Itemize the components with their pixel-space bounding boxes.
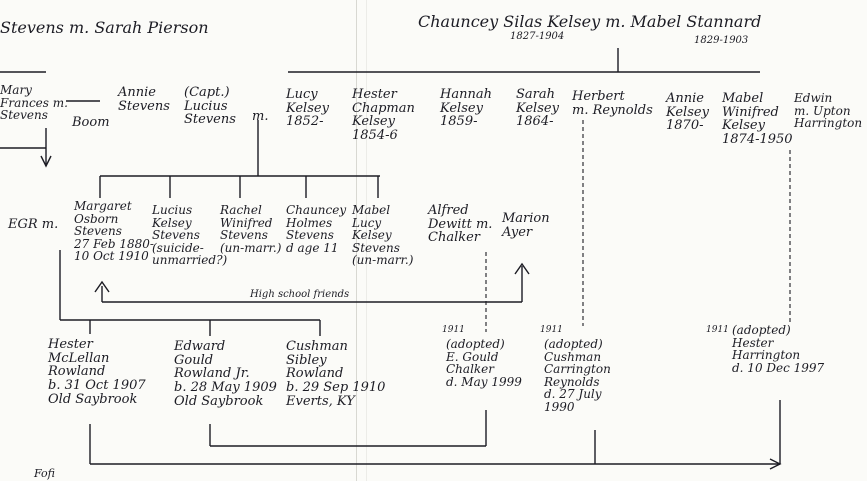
page-fold (356, 0, 357, 481)
mabel-years: 1829-1903 (694, 35, 749, 46)
person-margaret-stevens: Margaret Osborn Stevens 27 Feb 1880- 10 … (74, 199, 154, 264)
person-cushman-c-reynolds: (adopted) Cushman Carrington Reynolds d.… (544, 337, 611, 414)
chauncey-years: 1827-1904 (510, 31, 565, 42)
person-hester-kelsey: Hester Chapman Kelsey 1854-6 (352, 87, 415, 143)
person-edward-rowland: Edward Gould Rowland Jr. b. 28 May 1909 … (174, 339, 277, 409)
person-hester-m-rowland: Hester McLellan Rowland b. 31 Oct 1907 O… (48, 337, 146, 407)
person-annie-stevens: Annie Stevens (118, 85, 170, 114)
person-mabel-l-stevens: Mabel Lucy Kelsey Stevens (un-marr.) (352, 203, 414, 268)
person-gould-chalker: (adopted) E. Gould Chalker d. May 1999 (446, 337, 522, 389)
gould-adoption-year: 1911 (442, 325, 465, 335)
page-fold-shadow (366, 0, 367, 481)
person-mary-stevens: Mary Frances m. Stevens (0, 83, 68, 123)
person-herbert-kelsey: Herbert m. Reynolds (572, 89, 653, 118)
person-egr: EGR m. (8, 217, 59, 232)
person-lucius-stevens: (Capt.) Lucius Stevens (184, 85, 236, 128)
stevens-pierson-couple: Stevens m. Sarah Pierson (0, 18, 209, 37)
person-cushman-s-rowland: Cushman Sibley Rowland b. 29 Sep 1910 Ev… (286, 339, 386, 409)
person-lucy-kelsey: Lucy Kelsey 1852- (286, 87, 329, 130)
person-mabel-kelsey: Mabel Winifred Kelsey 1874-1950 (722, 91, 793, 147)
person-lucius-k-stevens: Lucius Kelsey Stevens (suicide- unmarrie… (152, 203, 228, 268)
person-chauncey-h-stevens: Chauncey Holmes Stevens d age 11 (286, 203, 347, 255)
person-marion-ayer: Marion Ayer (502, 211, 550, 240)
person-hannah-kelsey: Hannah Kelsey 1859- (440, 87, 492, 130)
footer-note: Fofi (34, 467, 55, 480)
friends-note: High school friends (250, 289, 350, 300)
person-sarah-kelsey: Sarah Kelsey 1864- (516, 87, 559, 130)
hester-h-adoption-year: 1911 (706, 325, 729, 335)
kelsey-stannard-couple: Chauncey Silas Kelsey m. Mabel Stannard (418, 12, 762, 31)
cushman-c-adoption-year: 1911 (540, 325, 563, 335)
person-alfred-chalker: Alfred Dewitt m. Chalker (428, 203, 493, 246)
person-boom: Boom (72, 115, 110, 130)
person-hester-harrington: (adopted) Hester Harrington d. 10 Dec 19… (732, 323, 825, 375)
person-rachel-stevens: Rachel Winifred Stevens (un-marr.) (220, 203, 282, 255)
person-annie-kelsey: Annie Kelsey 1870- (666, 91, 709, 134)
person-edwin-kelsey: Edwin m. Upton Harrington (794, 91, 863, 131)
marriage-mark: m. (252, 109, 269, 124)
